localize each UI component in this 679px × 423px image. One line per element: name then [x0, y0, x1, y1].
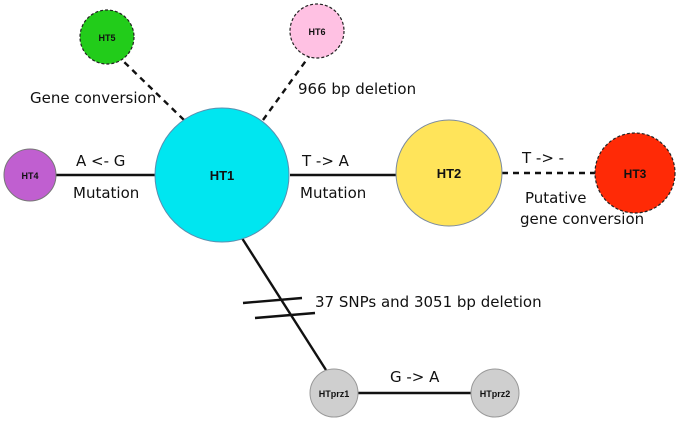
node-htprz2-circle: [470, 368, 520, 418]
node-htprz1-circle: [309, 368, 359, 418]
edge-label-966bp-deletion: 966 bp deletion: [298, 80, 416, 98]
edge-label-ht3-bottom-1: Putative: [525, 189, 587, 207]
node-ht3: HT3: [594, 132, 676, 214]
edge-label-ht3-top: T -> -: [521, 149, 564, 167]
node-htprz1-label: HTprz1: [319, 389, 350, 399]
break-mark-upper: [242, 296, 303, 305]
edge-label-ht4-top: A <- G: [76, 152, 125, 170]
node-htprz1: HTprz1: [309, 368, 359, 418]
node-ht4-label: HT4: [21, 171, 38, 181]
node-ht6-label: HT6: [308, 27, 325, 37]
node-ht4: HT4: [3, 148, 57, 202]
edge-ht1-ht6: [262, 54, 311, 121]
edge-ht1-htprz1: [238, 234, 328, 371]
node-htprz2: HTprz2: [470, 368, 520, 418]
node-ht1-circle: [154, 107, 290, 243]
edge-label-37-snps: 37 SNPs and 3051 bp deletion: [315, 293, 542, 311]
node-ht4-circle: [3, 148, 57, 202]
node-ht5-circle: [79, 9, 135, 65]
node-ht1: HT1: [154, 107, 290, 243]
node-ht5: HT5: [79, 9, 135, 65]
node-ht1-label: HT1: [210, 168, 235, 183]
edge-label-gene-conversion: Gene conversion: [30, 89, 156, 107]
node-ht2: HT2: [395, 119, 503, 227]
node-ht3-circle: [594, 132, 676, 214]
edge-label-htprz-mutation: G -> A: [390, 368, 440, 386]
edge-label-ht2-bottom: Mutation: [300, 184, 366, 202]
node-ht6: HT6: [289, 3, 345, 59]
node-ht2-circle: [395, 119, 503, 227]
node-ht3-label: HT3: [624, 167, 647, 181]
node-htprz2-label: HTprz2: [480, 389, 511, 399]
edge-label-ht4-bottom: Mutation: [73, 184, 139, 202]
node-ht5-label: HT5: [98, 33, 115, 43]
edge-ht1-ht5: [119, 57, 185, 121]
node-ht2-label: HT2: [437, 166, 462, 181]
edge-label-ht2-top: T -> A: [301, 152, 350, 170]
break-mark-lower: [254, 311, 316, 320]
edge-label-ht3-bottom-2: gene conversion: [520, 210, 644, 228]
node-ht6-circle: [289, 3, 345, 59]
